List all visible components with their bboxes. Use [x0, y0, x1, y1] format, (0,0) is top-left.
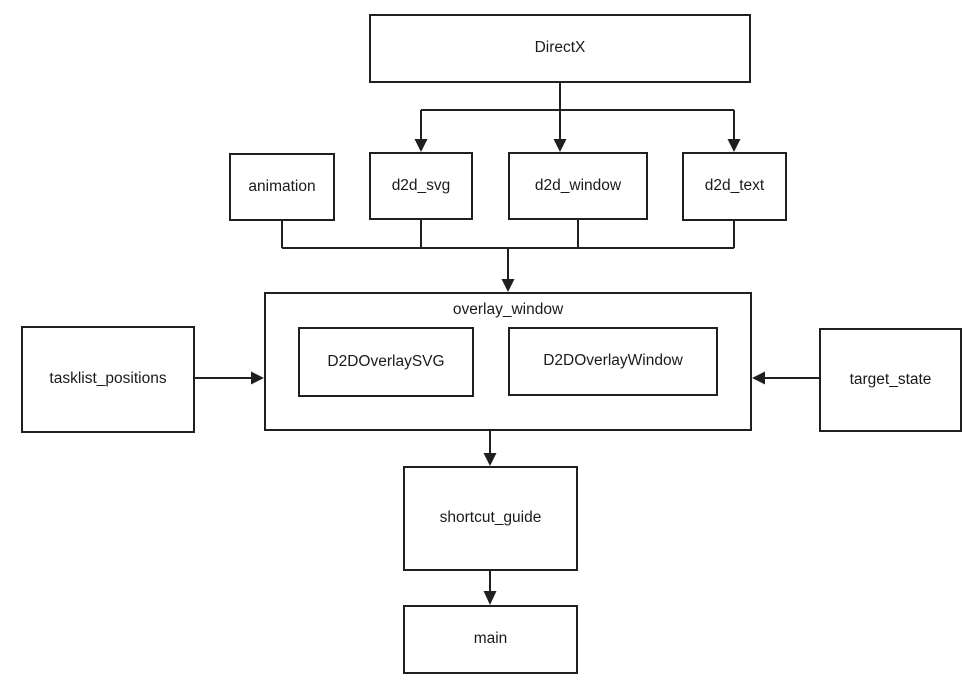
node-d2d-overlay-window: D2DOverlayWindow	[508, 327, 718, 396]
arrowhead-to-overlay-window	[501, 279, 515, 292]
edge-target-state-to-overlay-window	[752, 371, 819, 385]
node-d2d-window: d2d_window	[508, 152, 648, 220]
edge-tasklist-positions-to-overlay-window	[195, 371, 264, 385]
arrowhead-to-d2d-window	[553, 139, 567, 152]
node-d2d-svg: d2d_svg	[369, 152, 473, 220]
edge-fanin-to-overlay-window	[281, 220, 735, 292]
arrowhead-to-shortcut-guide	[483, 453, 497, 466]
arrowhead-left	[752, 371, 765, 385]
arrowhead-to-d2d-svg	[414, 139, 428, 152]
edge-directx-fanout	[414, 83, 741, 152]
edge-overlay-window-to-shortcut-guide	[483, 431, 497, 466]
node-tasklist-positions: tasklist_positions	[21, 326, 195, 433]
node-d2d-text: d2d_text	[682, 152, 787, 221]
node-overlay-window-label: overlay_window	[452, 301, 564, 318]
arrowhead-to-d2d-text	[727, 139, 741, 152]
edge-shortcut-guide-to-main	[483, 571, 497, 605]
arrowhead-to-main	[483, 591, 497, 605]
node-main: main	[403, 605, 578, 674]
node-shortcut-guide: shortcut_guide	[403, 466, 578, 571]
node-d2d-overlay-svg: D2DOverlaySVG	[298, 327, 474, 397]
node-directx: DirectX	[369, 14, 751, 83]
node-animation: animation	[229, 153, 335, 221]
node-target-state: target_state	[819, 328, 962, 432]
arrowhead-right	[251, 371, 264, 385]
